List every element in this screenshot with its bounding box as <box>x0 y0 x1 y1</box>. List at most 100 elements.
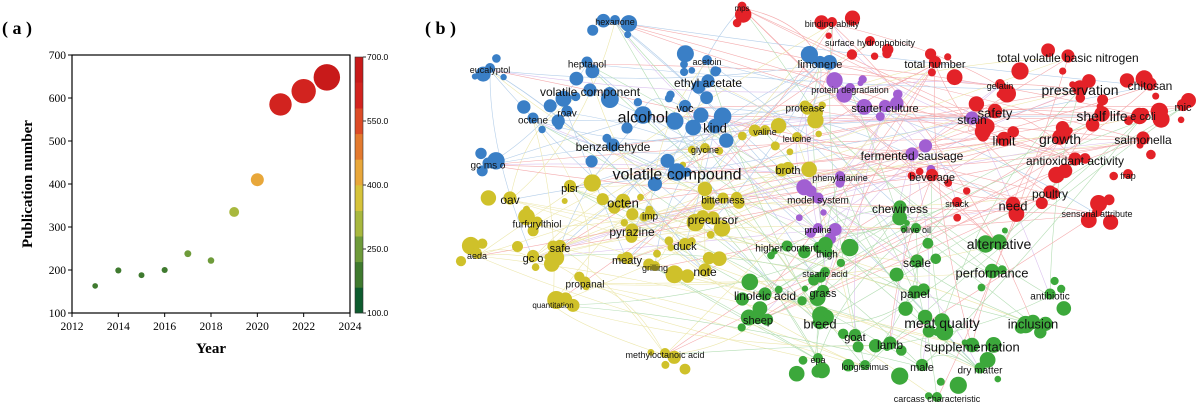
network-node <box>561 105 573 117</box>
network-node <box>707 118 723 134</box>
network-link <box>764 208 901 297</box>
term-label: chitosan <box>1128 79 1173 93</box>
network-link <box>559 139 1144 249</box>
colorbar-tick-label: 400.0 <box>367 180 389 190</box>
network-link <box>676 85 1151 175</box>
panel-b-label: ( b ) <box>425 18 456 38</box>
y-axis-label: Publication number <box>20 120 36 248</box>
term-label: goat <box>844 332 865 344</box>
network-link <box>684 107 913 157</box>
network-link <box>664 140 1005 356</box>
network-node <box>676 45 694 63</box>
network-node <box>915 167 924 176</box>
network-node <box>838 328 849 339</box>
network-node <box>910 254 924 268</box>
network-node <box>500 73 507 81</box>
network-node <box>896 345 907 356</box>
network-node <box>870 52 879 60</box>
network-link <box>849 89 938 400</box>
network-node <box>905 147 919 161</box>
network-node <box>963 187 971 195</box>
network-link <box>817 89 1081 231</box>
y-tick-label: 500 <box>49 136 67 148</box>
network-node <box>1038 316 1053 331</box>
network-node <box>517 100 531 114</box>
network-link <box>839 63 936 179</box>
network-link <box>819 293 916 325</box>
network-node <box>526 249 540 263</box>
network-link <box>584 283 866 368</box>
network-link <box>476 255 821 325</box>
network-node <box>825 32 832 39</box>
network-node <box>620 251 634 265</box>
network-link <box>489 69 851 93</box>
network-node <box>1080 212 1097 229</box>
network-node <box>934 313 950 329</box>
network-node <box>644 208 656 220</box>
term-label: lamb <box>877 338 903 352</box>
network-link <box>817 199 1014 219</box>
network-node <box>1043 185 1057 199</box>
network-node <box>596 13 611 28</box>
network-node <box>633 98 643 107</box>
network-link <box>804 107 819 231</box>
network-node <box>810 106 823 119</box>
network-link <box>489 69 724 201</box>
network-node <box>701 196 715 211</box>
network-node <box>1109 171 1118 181</box>
network-node <box>882 49 892 59</box>
term-label: total number <box>904 59 965 71</box>
term-node-layer <box>472 1 1190 402</box>
network-node <box>544 256 560 272</box>
network-node <box>620 15 638 32</box>
network-link <box>614 21 819 231</box>
network-node <box>918 139 933 153</box>
colorbar-segment <box>355 261 363 288</box>
term-label: propanal <box>566 280 605 291</box>
network-node <box>581 56 593 68</box>
data-point <box>207 257 215 264</box>
x-tick-label: 2012 <box>61 321 84 333</box>
network-link <box>787 139 1144 171</box>
network-link <box>622 127 716 204</box>
network-link <box>764 131 981 371</box>
term-label: phenylalanine <box>812 173 868 183</box>
network-node <box>953 213 962 222</box>
network-node <box>610 15 620 25</box>
term-label: binding ability <box>805 19 860 29</box>
network-node <box>846 364 854 371</box>
network-node <box>1103 214 1119 230</box>
network-node <box>700 91 713 105</box>
network-node <box>900 225 908 233</box>
term-label: roav <box>557 109 576 120</box>
term-label: protease <box>786 104 825 115</box>
network-node <box>828 223 842 236</box>
network-node <box>818 101 826 110</box>
network-link <box>933 63 973 348</box>
network-node <box>601 90 619 108</box>
network-node <box>680 67 689 77</box>
network-node <box>965 111 979 125</box>
term-label: eucalyptol <box>470 65 511 75</box>
network-link <box>626 63 821 261</box>
network-link <box>586 63 1001 87</box>
network-node <box>841 238 859 257</box>
network-node <box>804 185 817 198</box>
network-link <box>936 57 1069 400</box>
network-node <box>653 249 661 258</box>
term-label: inclusion <box>1008 317 1059 332</box>
term-label: preservation <box>1041 82 1118 98</box>
network-node <box>858 75 867 84</box>
network-node <box>647 349 655 356</box>
network-link <box>889 176 933 346</box>
network-node <box>1085 118 1100 132</box>
network-link <box>741 7 1000 245</box>
network-link <box>796 63 822 140</box>
network-link <box>612 146 923 368</box>
network-node <box>1123 169 1133 179</box>
network-link <box>889 295 1051 346</box>
network-link <box>649 115 1144 217</box>
network-node <box>563 179 577 193</box>
data-point <box>250 173 264 187</box>
